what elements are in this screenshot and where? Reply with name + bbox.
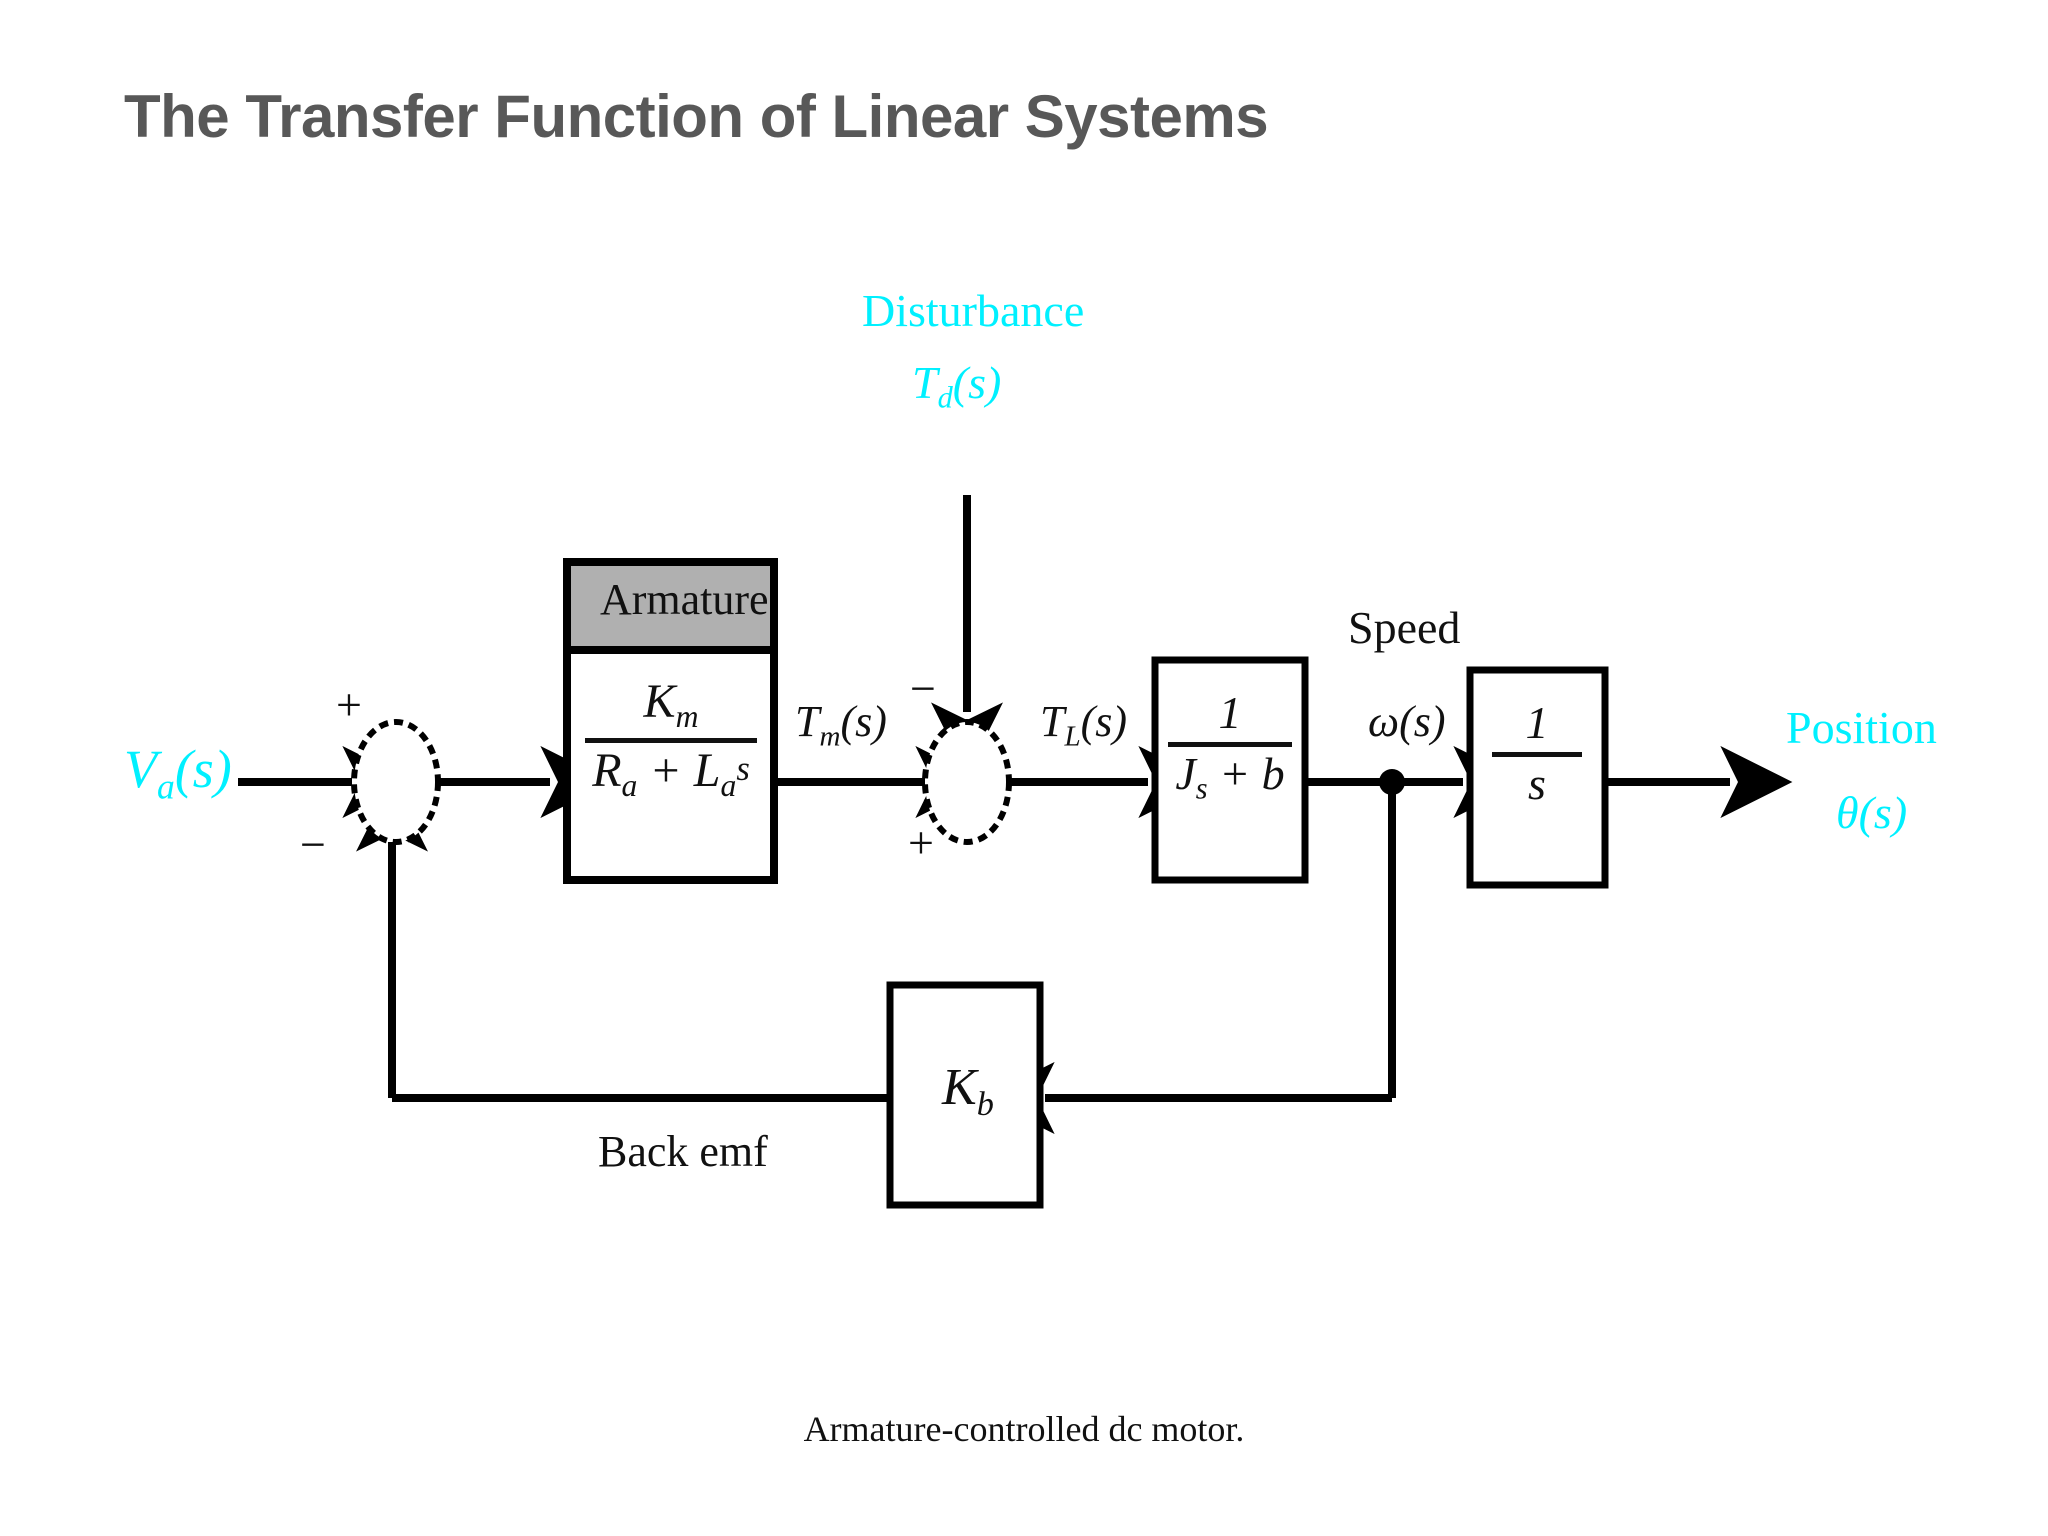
load-fraction-bar [1168,741,1292,747]
disturbance-signal-label: Td(s) [912,357,1002,415]
figure-caption: Armature-controlled dc motor. [803,1409,1245,1449]
integrator-transfer-function: 1 s [1492,697,1582,809]
position-title: Position [1786,702,1937,753]
load-block-box [1151,656,1309,884]
backemf-block-box [886,981,1044,1209]
load-transfer-function: 1 Js + b [1168,687,1292,806]
page-title: The Transfer Function of Linear Systems [124,83,1269,150]
sum2-minus-sign: − [910,663,936,714]
motor-torque-label: Tm(s) [795,697,887,753]
load-torque-label: TL(s) [1040,697,1128,753]
position-signal-label: θ(s) [1836,787,1908,838]
back-emf-path-label: Back emf [598,1127,768,1176]
speed-branch-node [1379,769,1405,795]
armature-denominator: Ra + Las [592,744,750,804]
backemf-gain-label: Kb [942,1059,994,1123]
summing-junction-torque [922,719,1012,845]
armature-fraction-bar [585,738,757,744]
disturbance-title: Disturbance [862,285,1085,336]
sum1-plus-sign: + [336,679,362,730]
integrator-block-box [1466,666,1609,889]
input-voltage-label: Va(s) [124,739,232,807]
summing-junction-input [351,719,441,845]
sum1-minus-sign: − [300,819,326,870]
load-numerator: 1 [1218,687,1242,738]
load-denominator: Js + b [1175,747,1285,806]
armature-transfer-function: Km Ra + Las [585,675,757,804]
integrator-fraction-bar [1492,751,1582,757]
speed-title: Speed [1348,602,1461,653]
armature-block-header-fill [571,566,770,650]
armature-block-header-label: Armature [600,575,769,624]
sum2-plus-sign: + [908,817,934,868]
armature-numerator: Km [643,675,699,735]
speed-signal-label: ω(s) [1368,697,1446,746]
integrator-numerator: 1 [1525,697,1549,748]
integrator-denominator: s [1528,757,1546,809]
